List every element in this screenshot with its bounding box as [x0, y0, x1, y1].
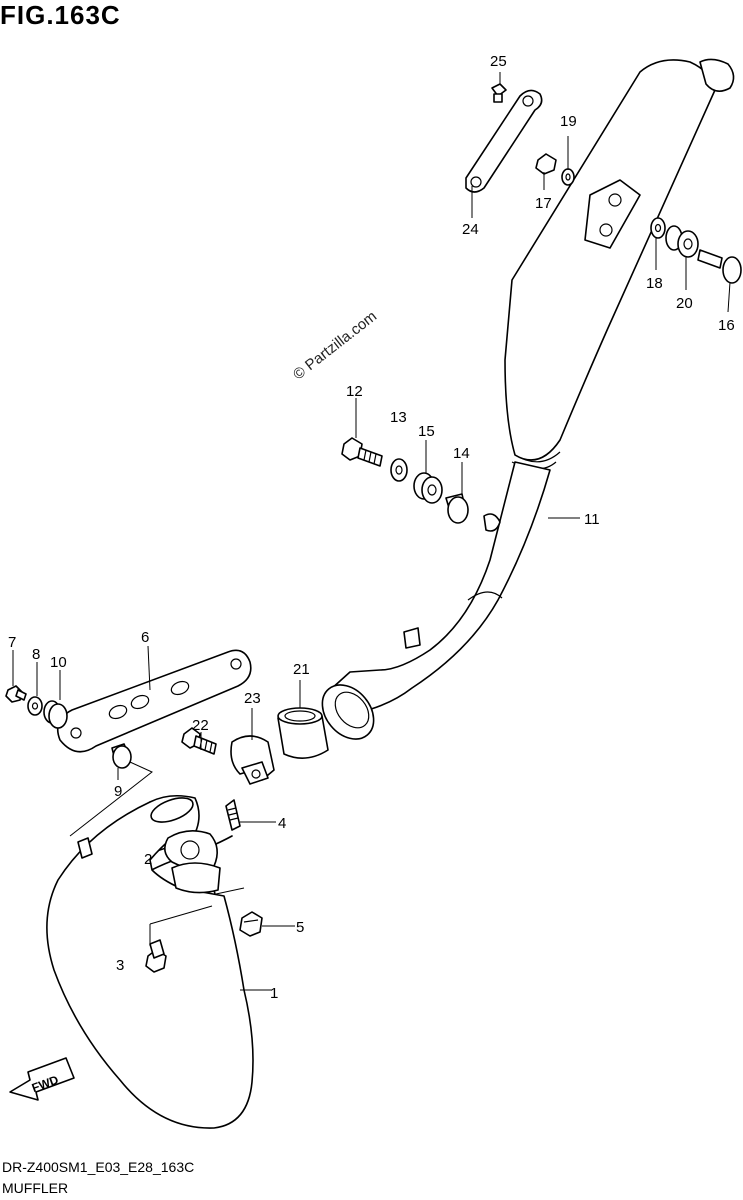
callout-24: 24	[462, 221, 479, 238]
nut-part-17[interactable]	[535, 153, 557, 175]
muffler-part-11[interactable]	[312, 58, 735, 749]
bolt-part-25[interactable]	[491, 83, 507, 103]
clamp-part-23[interactable]	[230, 735, 275, 785]
callout-1: 1	[270, 985, 278, 1002]
collar-part-14[interactable]	[445, 493, 469, 524]
callout-4: 4	[278, 815, 286, 832]
leader-lines	[12, 72, 731, 991]
callout-9: 9	[114, 783, 122, 800]
callout-14: 14	[453, 445, 470, 462]
muffler-mount-bracket	[584, 179, 641, 249]
callout-12: 12	[346, 383, 363, 400]
callout-2: 2	[144, 851, 152, 868]
callout-17: 17	[535, 195, 552, 212]
callout-25: 25	[490, 53, 507, 70]
washer-part-19[interactable]	[561, 168, 575, 186]
bracket-part-6[interactable]	[56, 649, 252, 753]
callout-7: 7	[8, 634, 16, 651]
grommet-part-10[interactable]	[43, 700, 68, 729]
stud-part-4[interactable]	[225, 799, 241, 831]
callout-20: 20	[676, 295, 693, 312]
bolt-part-7[interactable]	[5, 685, 27, 703]
callout-16: 16	[718, 317, 735, 334]
gasket-part-21[interactable]	[277, 707, 329, 759]
bolt-part-12[interactable]	[341, 437, 383, 467]
callout-13: 13	[390, 409, 407, 426]
bolt-part-22[interactable]	[181, 727, 217, 755]
callout-3: 3	[116, 957, 124, 974]
callout-5: 5	[296, 919, 304, 936]
collar-part-9[interactable]	[111, 743, 132, 769]
bolt-part-3[interactable]	[145, 939, 167, 973]
callout-10: 10	[50, 654, 67, 671]
callout-8: 8	[32, 646, 40, 663]
callout-21: 21	[293, 661, 310, 678]
washer-part-8[interactable]	[27, 696, 43, 716]
fwd-arrow-icon: FWD	[9, 1057, 75, 1101]
washer-part-18[interactable]	[650, 217, 666, 239]
callout-23: 23	[244, 690, 261, 707]
callout-labels: 1 2 3 4 5 6 7 8 9 10 11 12 13 14 15 16 1…	[8, 53, 735, 1002]
grommet-part-20[interactable]	[665, 225, 699, 258]
figure-name: MUFFLER	[2, 1180, 69, 1196]
callout-11: 11	[584, 511, 600, 528]
callout-18: 18	[646, 275, 663, 292]
strap-part-24[interactable]	[465, 89, 543, 193]
callout-6: 6	[141, 629, 149, 646]
washer-part-13[interactable]	[390, 458, 408, 482]
grommet-part-15[interactable]	[413, 472, 443, 504]
callout-22: 22	[192, 717, 209, 734]
callout-19: 19	[560, 113, 577, 130]
nut-part-5[interactable]	[239, 911, 263, 937]
bolt-part-16[interactable]	[697, 249, 742, 284]
figure-title: FIG.163C	[0, 0, 121, 30]
callout-15: 15	[418, 423, 435, 440]
figure-code: DR-Z400SM1_E03_E28_163C	[2, 1159, 195, 1175]
